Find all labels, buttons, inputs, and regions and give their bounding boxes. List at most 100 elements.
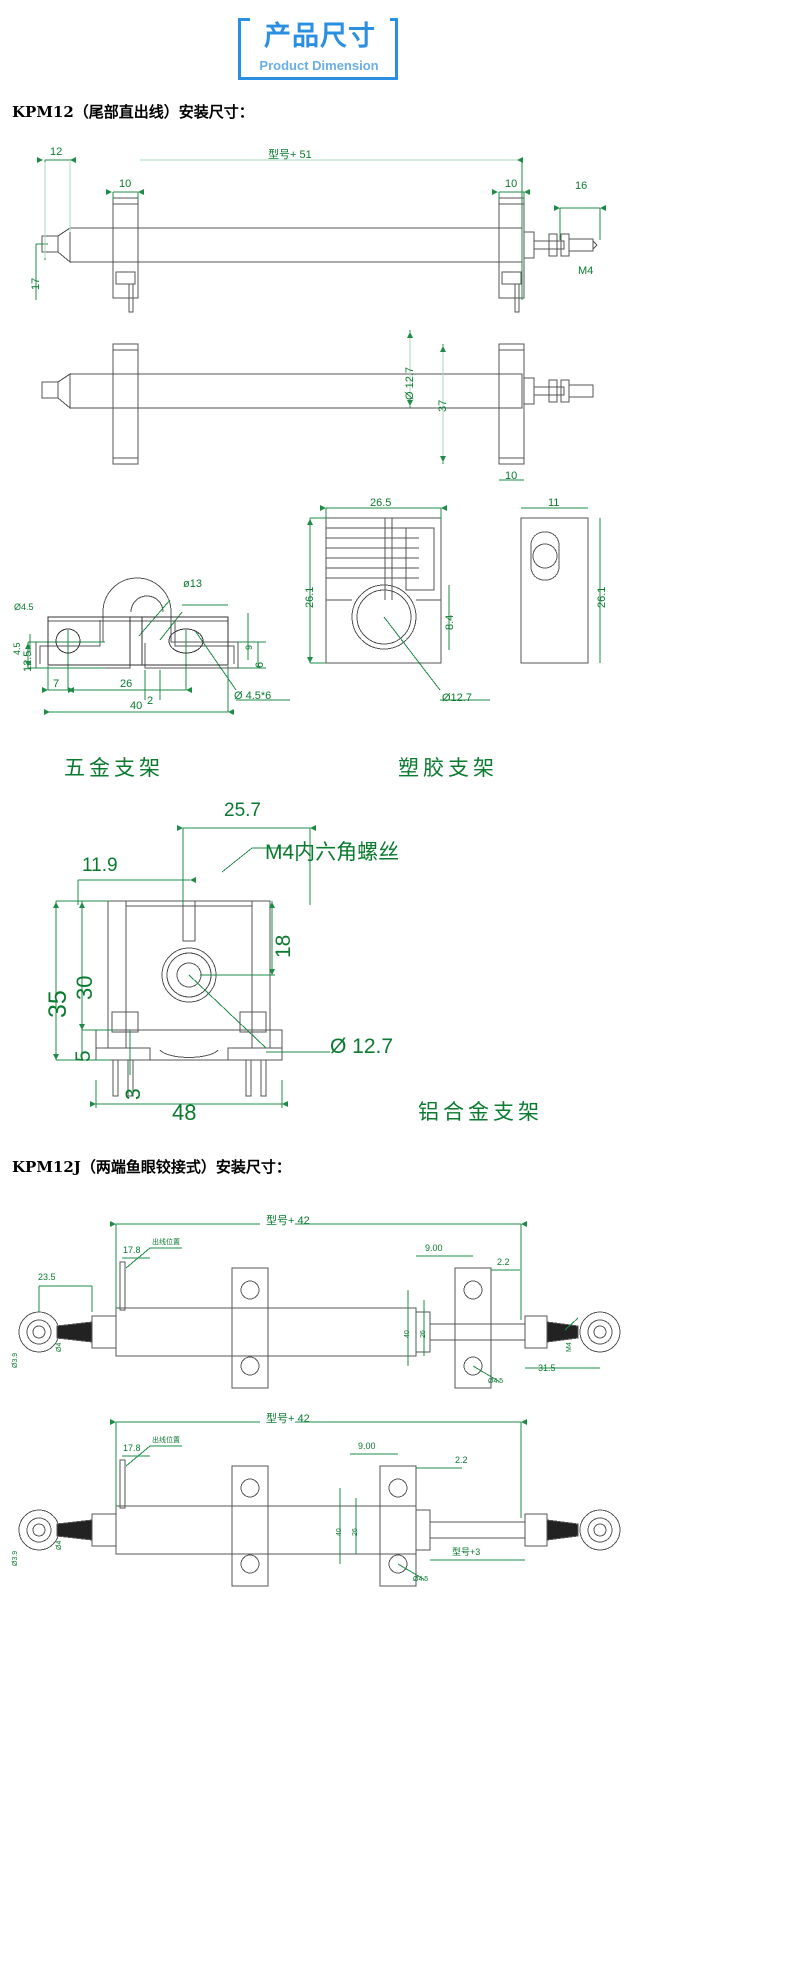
arrow-icon [110,1221,116,1227]
arrow-icon [441,505,447,511]
arrow-icon [177,825,183,831]
arrow-icon [190,877,196,883]
dim-kpm12-mount-left: 10 [119,178,132,190]
label-metal-bracket: 五金支架 [64,756,164,780]
arrow-icon [600,205,606,211]
note-hole-spec: Ø 4.5*6 [234,690,272,702]
dim-kpm12-left-offset: 12 [50,146,63,158]
dim-j2-eye-width: Ø4 [56,1540,63,1550]
dim-j1-hole-dia: Ø4.5 [488,1378,504,1385]
dim-j2-overall: 型号+ 42 [266,1413,310,1425]
arrow-icon [53,902,59,908]
dim-j2-mount-pitch: 9.00 [358,1441,376,1451]
dim-plastic-side-width: 11 [548,497,560,509]
dim-kpm12-diameter: Ø 12.7 [404,366,416,400]
page-title-cn: 产品尺寸 [250,14,390,53]
arrow-icon [228,709,234,715]
arrow-icon [44,709,50,715]
note-j1-wire: 出线位置 [152,1239,180,1246]
label-j2-right: 型号+3 [452,1547,481,1557]
arrow-icon [70,157,76,163]
dim-kpm12-thread-len: 16 [575,180,588,192]
dim-j2-mount-span: 40 [336,1528,343,1536]
arrow-icon [79,902,85,908]
section-heading-kpm12: KPM12（尾部直出线）安装尺寸： [12,103,254,121]
dim-plastic-height: 26.1 [304,586,316,608]
dim-alu-pin-height: 3 [122,1088,145,1100]
arrow-icon [25,661,31,667]
dim-plate-edge: 4.5 [12,642,22,655]
arrow-icon [106,189,112,195]
arrow-icon [282,1101,288,1107]
dim-clip-slot: 2 [147,695,154,707]
arrow-icon [407,400,413,406]
dim-j2-eye-bore: Ø3.9 [12,1550,19,1566]
dim-plate-hole-dia: Ø4.5 [14,602,34,612]
arrow-icon [320,505,326,511]
arrow-icon [521,1221,527,1227]
arrow-icon [517,157,523,163]
dim-alu-left-width: 11.9 [82,855,118,876]
dim-j2-wire-pos: 17.8 [123,1443,141,1453]
dim-hole-edge: 7 [53,678,60,690]
dim-alu-upper-height: 30 [72,975,97,1000]
dim-plastic-width: 26.5 [370,497,392,509]
note-alu-screw: M4内六角螺丝 [265,841,400,864]
dim-kpm12-mount-width2: 10 [505,470,518,482]
arrow-icon [90,1101,96,1107]
dim-kpm12-mount-span: 37 [437,399,449,412]
dim-hole-pitch: 26 [120,678,133,690]
note-j2-wire: 出线位置 [152,1437,180,1444]
dim-kpm12-overall: 型号+ 51 [268,149,312,161]
dim-j1-eye-width: Ø4 [56,1342,63,1352]
dim-j1-thread-right: M4 [566,1342,573,1352]
dim-j2-plate-thickness: 2.2 [455,1455,468,1465]
arrow-icon [521,1419,527,1425]
dim-j1-mount-span: 40 [404,1330,411,1338]
dim-clip-bore: ø13 [183,578,202,590]
dim-j1-mount-pitch: 9.00 [425,1243,443,1253]
label-aluminum-bracket: 铝合金支架 [418,1100,543,1124]
label-plastic-bracket: 塑胶支架 [398,756,498,780]
arrow-icon [440,346,446,352]
arrow-icon [440,456,446,462]
dim-j1-wire-pos: 17.8 [123,1245,141,1255]
dim-alu-bore-center: 18 [272,934,295,958]
dim-plastic-bore-dia: Ø12.7 [442,692,472,704]
dim-j1-right-len: 31.5 [538,1363,556,1373]
arrow-icon [25,643,31,649]
dim-j2-mount-inner: 26 [352,1528,359,1536]
dim-j1-eye-bore: Ø3.9 [12,1352,19,1368]
arrow-icon [186,687,192,693]
dim-plate-height: 9 [244,644,254,650]
arrow-icon [68,687,74,693]
label-kpm12-thread-spec: M4 [578,265,594,277]
dim-j1-mount-inner: 26 [420,1330,427,1338]
arrow-icon [492,189,498,195]
arrow-icon [79,1024,85,1030]
dim-plastic-side-height: 26.1 [596,586,608,608]
dim-j1-plate-thickness: 2.2 [497,1257,510,1267]
dim-alu-base-width: 48 [172,1100,197,1125]
arrow-icon [269,902,275,908]
page-title-en: Product Dimension [259,58,379,73]
arrow-icon [407,332,413,338]
arrow-icon [307,657,313,663]
dim-kpm12-mount-right: 10 [505,178,518,190]
arrow-icon [42,687,48,693]
dim-j1-overall: 型号+ 42 [266,1215,310,1227]
arrow-icon [53,1054,59,1060]
dim-alu-bore-dia: Ø 12.7 [330,1035,394,1058]
arrow-icon [307,519,313,525]
dim-alu-base-height: 5 [72,1050,95,1062]
dim-j1-rod-len: 23.5 [38,1272,56,1282]
dim-plate-width: 40 [130,700,143,712]
dim-plastic-bore-offset: 8.4 [444,614,456,630]
arrow-icon [269,969,275,975]
arrow-icon [554,205,560,211]
arrow-icon [37,157,43,163]
arrow-icon [310,825,316,831]
dim-j2-hole-dia: Ø4.5 [413,1576,429,1583]
